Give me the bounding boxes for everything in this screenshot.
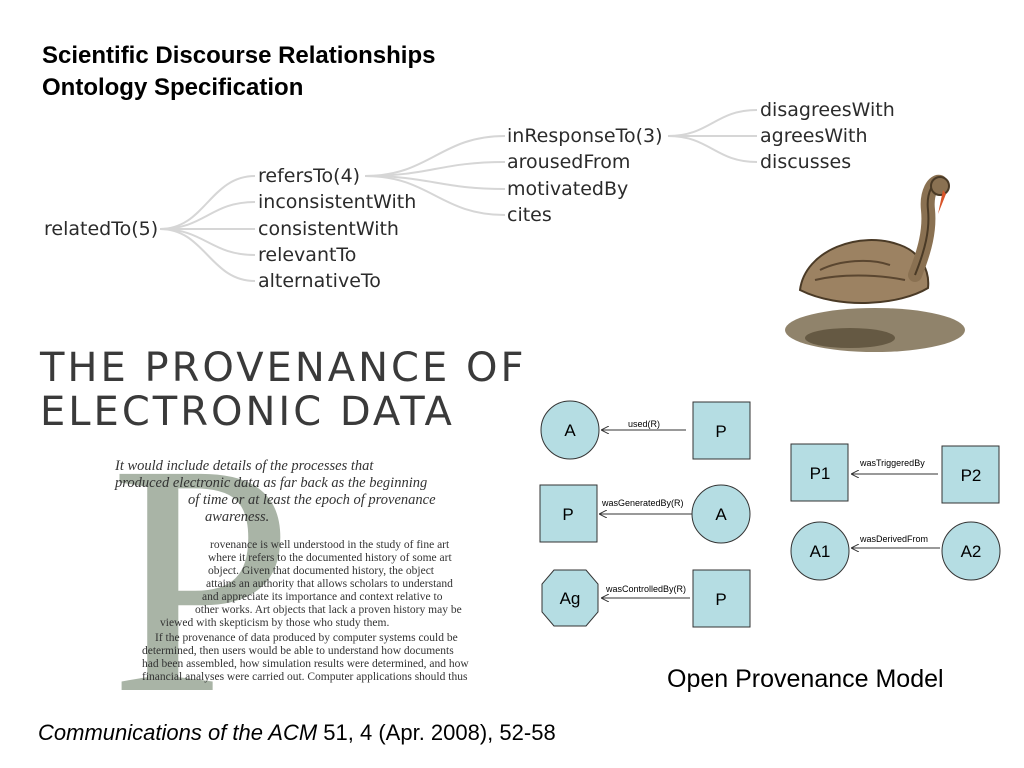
tree-level3-item: agreesWith	[760, 125, 868, 147]
article-body-line: If the provenance of data produced by co…	[155, 632, 458, 644]
opm-node-process	[790, 443, 849, 502]
tree-level3-item: disagreesWith	[760, 99, 895, 121]
article-heading-line-2: ELECTRONIC DATA	[40, 389, 455, 435]
opm-node-process	[941, 445, 1000, 504]
article-body-line: rovenance is well understood in the stud…	[210, 539, 450, 551]
article-body-line: financial analyses were carried out. Com…	[142, 671, 468, 683]
tree-level1-item: refersTo(4)	[258, 165, 361, 187]
relationship-tree-connectors	[159, 109, 758, 282]
opm-diagram: A used(R) P P wasGeneratedBy(R) A Ag was…	[539, 400, 1001, 628]
article-body-line: and appreciate its importance and contex…	[202, 591, 443, 603]
opm-node-label: A	[715, 505, 727, 524]
opm-node-artifact	[540, 400, 600, 460]
tree-level2-item: motivatedBy	[507, 178, 629, 200]
article-body-line: had been assembled, how simulation resul…	[142, 658, 469, 670]
opm-node-artifact	[941, 521, 1001, 581]
opm-node-label: P1	[810, 464, 831, 483]
opm-node-artifact	[691, 484, 751, 544]
article-quote-line: It would include details of the processe…	[115, 458, 374, 474]
title-line-2: Ontology Specification	[42, 74, 304, 101]
opm-node-artifact	[790, 521, 850, 581]
tree-level1-item: alternativeTo	[258, 270, 381, 292]
opm-node-process	[692, 569, 751, 628]
tree-level1-item: consistentWith	[258, 218, 399, 240]
tree-level2-item: arousedFrom	[507, 151, 631, 173]
opm-edge-label: wasDerivedFrom	[859, 534, 928, 544]
tree-level2-item: cites	[507, 204, 552, 226]
opm-edge-label: wasGeneratedBy(R)	[601, 498, 684, 508]
swan-illustration	[785, 174, 965, 352]
tree-level1-item: inconsistentWith	[258, 191, 417, 213]
citation-journal: Communications of the ACM	[38, 720, 318, 745]
slide-title: Scientific Discourse Relationships Ontol…	[42, 40, 435, 104]
article-body-line: attains an authority that allows scholar…	[206, 578, 453, 590]
article-drop-cap: P	[110, 397, 294, 762]
opm-node-label: A2	[961, 542, 982, 561]
opm-node-label: P	[562, 505, 573, 524]
opm-node-label: Ag	[560, 589, 581, 608]
opm-edge-label: wasControlledBy(R)	[605, 584, 686, 594]
opm-node-process	[692, 401, 751, 460]
opm-edge-label: wasTriggeredBy	[859, 458, 925, 468]
title-line-1: Scientific Discourse Relationships	[42, 42, 436, 69]
opm-node-label: P2	[961, 466, 982, 485]
tree-level1-item: relevantTo	[258, 244, 357, 266]
article-quote-line: of time or at least the epoch of provena…	[188, 492, 436, 508]
tree-root-label: relatedTo(5)	[44, 218, 159, 240]
opm-node-label: A1	[810, 542, 831, 561]
article-body-line: object. Given that documented history, t…	[208, 565, 434, 577]
opm-node-agent	[541, 569, 599, 627]
opm-node-process	[539, 484, 598, 543]
article-body-line: where it refers to the documented histor…	[208, 552, 452, 564]
tree-level3-item: discusses	[760, 151, 852, 173]
opm-edge-label: used(R)	[628, 419, 660, 429]
opm-caption: Open Provenance Model	[667, 665, 944, 693]
opm-node-label: A	[564, 421, 576, 440]
article-quote-line: produced electronic data as far back as …	[115, 475, 428, 491]
article-body-line: viewed with skepticism by those who stud…	[160, 617, 390, 629]
article-heading-line-1: THE PROVENANCE OF	[40, 345, 527, 391]
citation-details: 51, 4 (Apr. 2008), 52-58	[317, 720, 556, 745]
article-body-line: other works. Art objects that lack a pro…	[195, 604, 462, 616]
article-body-line: determined, then users would be able to …	[142, 645, 454, 657]
article-heading: THE PROVENANCE OF ELECTRONIC DATA	[40, 346, 526, 434]
citation: Communications of the ACM 51, 4 (Apr. 20…	[38, 720, 556, 746]
opm-node-label: P	[715, 590, 726, 609]
article-quote-line: awareness.	[205, 509, 270, 525]
opm-node-label: P	[715, 422, 726, 441]
tree-level2-item: inResponseTo(3)	[507, 125, 663, 147]
